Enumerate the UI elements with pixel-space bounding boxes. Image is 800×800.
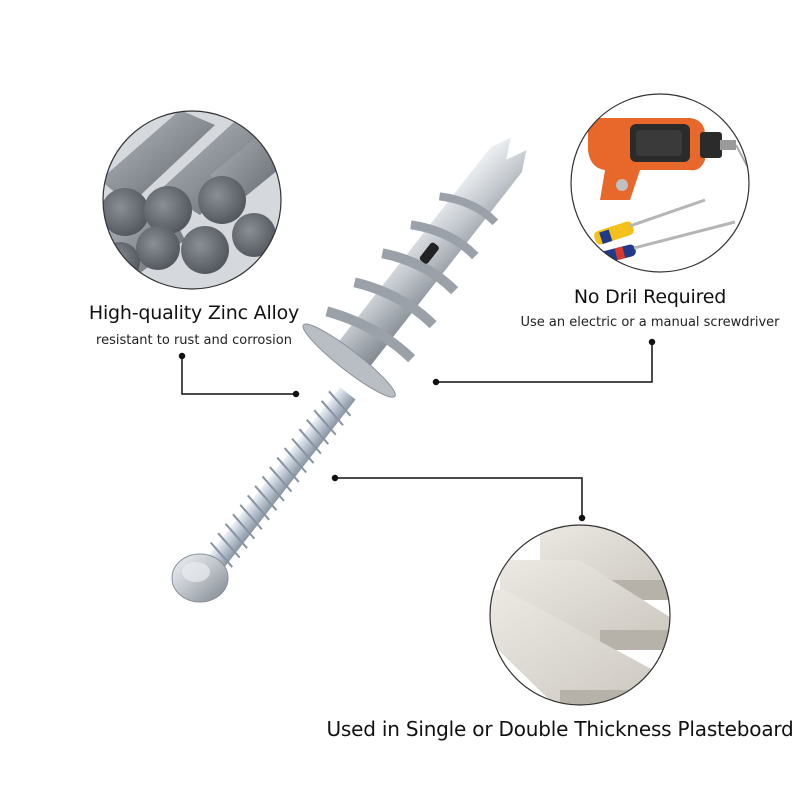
steel-rods-photo-icon <box>102 110 282 290</box>
material-feature-title: High-quality Zinc Alloy <box>88 302 300 324</box>
installation-feature-title: No Dril Required <box>573 286 727 308</box>
drill-and-screwdrivers-photo-icon <box>570 93 750 273</box>
callout-lines <box>178 338 656 522</box>
callout-line-installation <box>436 342 653 383</box>
application-feature-title: Used in Single or Double Thickness Plast… <box>326 717 794 741</box>
installation-feature-subtitle: Use an electric or a manual screwdriver <box>520 315 780 330</box>
callout-line-material <box>181 356 296 395</box>
callout-line-application <box>335 477 583 518</box>
drywall-anchor-screw-icon <box>171 137 527 603</box>
material-feature-subtitle: resistant to rust and corrosion <box>96 333 292 348</box>
plasterboard-layers-photo-icon <box>489 524 671 706</box>
